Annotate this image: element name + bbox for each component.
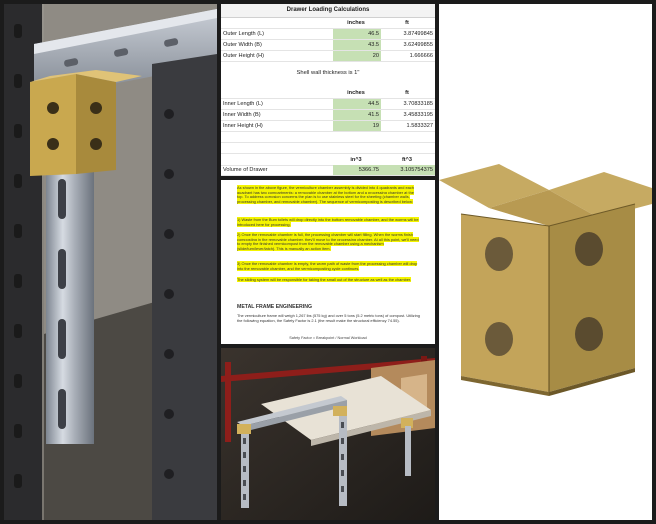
cell-ft[interactable]: 1.666666 — [409, 53, 433, 59]
sheet-title: Drawer Loading Calculations — [221, 4, 435, 18]
cell-inches[interactable]: 46.5 — [333, 29, 381, 39]
corner-bracket-illustration — [439, 4, 652, 520]
frame-drawer-render — [221, 348, 435, 520]
volume-row: Volume of Drawer 5366.75 3.105754375 — [221, 165, 435, 176]
drawer-calculation-sheet: Drawer Loading Calculations inches ft Ou… — [221, 4, 435, 176]
doc-paragraph: The vermiculture frame will weigh 1,267 … — [237, 313, 420, 323]
doc-footer-formula: Safety Factor = Breakpoint / Normal Work… — [289, 336, 367, 340]
table-row: Outer Length (L) 46.5 3.87499845 — [221, 29, 435, 40]
cell-inches[interactable]: 44.5 — [333, 99, 381, 109]
highlighted-text: 1) Waste from the Bum toilets will drop … — [237, 217, 419, 227]
table-row: Inner Length (L) 44.5 3.70833185 — [221, 99, 435, 110]
doc-paragraph: 3) Once the removable chamber is empty, … — [237, 261, 421, 271]
row-label: Inner Length (L) — [223, 101, 263, 107]
empty-row — [221, 132, 435, 143]
shelf-post-illustration — [4, 4, 217, 520]
table-row: Inner Width (B) 41.5 3.45833195 — [221, 110, 435, 121]
header-row: in^3 ft^3 — [221, 155, 435, 166]
cell-ft[interactable]: 3.87499845 — [403, 31, 433, 37]
shelf-post-render — [4, 4, 217, 520]
highlighted-text: 2) Once the removable chamber is full, t… — [237, 232, 419, 251]
cell-ft[interactable]: 1.5833327 — [406, 123, 433, 129]
shell-thickness-note: Shell wall thickness is 1" — [296, 70, 360, 76]
section-heading: METAL FRAME ENGINEERING — [237, 304, 313, 310]
col-header-inches: inches — [347, 20, 365, 26]
header-row: inches ft — [221, 88, 435, 99]
col-header-ft3: ft^3 — [401, 157, 413, 163]
row-label: Inner Height (H) — [223, 123, 263, 129]
row-label: Outer Length (L) — [223, 31, 265, 37]
cell-volume-in3[interactable]: 5366.75 — [333, 165, 381, 175]
highlighted-text: The sliding system will be responsible f… — [237, 277, 412, 282]
cell-inches[interactable]: 20 — [333, 51, 381, 61]
header-row: inches ft — [221, 18, 435, 29]
cell-ft[interactable]: 3.45833195 — [403, 112, 433, 118]
engineering-document: As shown in the above figure, the vermic… — [221, 180, 435, 344]
table-row: Inner Height (H) 19 1.5833327 — [221, 121, 435, 132]
doc-paragraph: 1) Waste from the Bum toilets will drop … — [237, 217, 421, 227]
cell-volume-ft3[interactable]: 3.105754375 — [381, 165, 435, 175]
cell-inches[interactable]: 41.5 — [333, 110, 381, 120]
cell-ft[interactable]: 3.70833185 — [403, 101, 433, 107]
cell-inches[interactable]: 19 — [333, 121, 381, 131]
col-header-ft: ft — [405, 90, 409, 96]
cell-ft[interactable]: 3.62499855 — [403, 42, 433, 48]
cell-inches[interactable]: 43.5 — [333, 40, 381, 50]
doc-paragraph: As shown in the above figure, the vermic… — [237, 185, 421, 204]
col-header-in3: in^3 — [350, 157, 362, 163]
row-label: Inner Width (B) — [223, 112, 261, 118]
table-row: Outer Height (H) 20 1.666666 — [221, 51, 435, 62]
col-header-ft: ft — [405, 20, 409, 26]
highlighted-text: As shown in the above figure, the vermic… — [237, 185, 414, 204]
doc-paragraph: The sliding system will be responsible f… — [237, 277, 421, 283]
row-label: Outer Width (B) — [223, 42, 262, 48]
empty-row — [221, 143, 435, 154]
table-row: Outer Width (B) 43.5 3.62499855 — [221, 40, 435, 51]
highlighted-text: 3) Once the removable chamber is empty, … — [237, 261, 418, 271]
frame-illustration — [221, 348, 435, 520]
col-header-inches: inches — [347, 90, 365, 96]
row-label: Volume of Drawer — [223, 167, 268, 173]
doc-paragraph: 2) Once the removable chamber is full, t… — [237, 232, 421, 251]
row-label: Outer Height (H) — [223, 53, 265, 59]
corner-bracket-render — [439, 4, 652, 520]
